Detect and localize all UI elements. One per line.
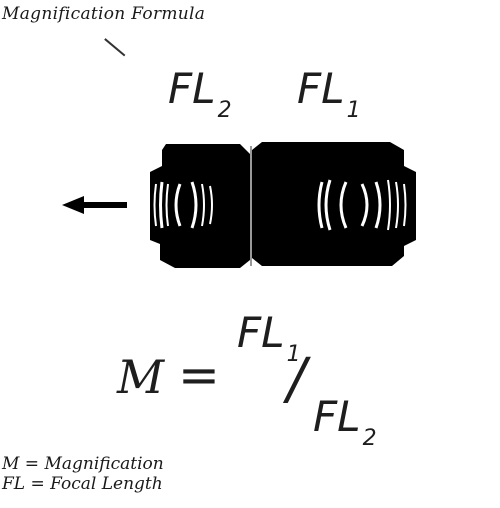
legend-fl-definition: FL = Focal Length bbox=[2, 474, 163, 494]
formula-equals: = bbox=[178, 346, 220, 404]
label-fl1-top: FL1 bbox=[297, 64, 361, 123]
legend-m-definition: M = Magnification bbox=[2, 454, 164, 474]
formula-numerator: FL1 bbox=[237, 308, 301, 367]
left-arrow-icon bbox=[62, 196, 127, 214]
lens-barrel-fl2 bbox=[150, 144, 250, 268]
diagram-title: Magnification Formula bbox=[2, 4, 206, 24]
lens-elements-fl1 bbox=[317, 179, 407, 231]
lens-elements-fl2 bbox=[153, 181, 213, 229]
lens-barrel-fl1 bbox=[252, 142, 416, 266]
formula-denominator: FL2 bbox=[313, 392, 377, 451]
formula-slash: / bbox=[287, 347, 306, 412]
label-fl2-top: FL2 bbox=[168, 64, 232, 123]
formula-lhs: M bbox=[117, 350, 165, 404]
